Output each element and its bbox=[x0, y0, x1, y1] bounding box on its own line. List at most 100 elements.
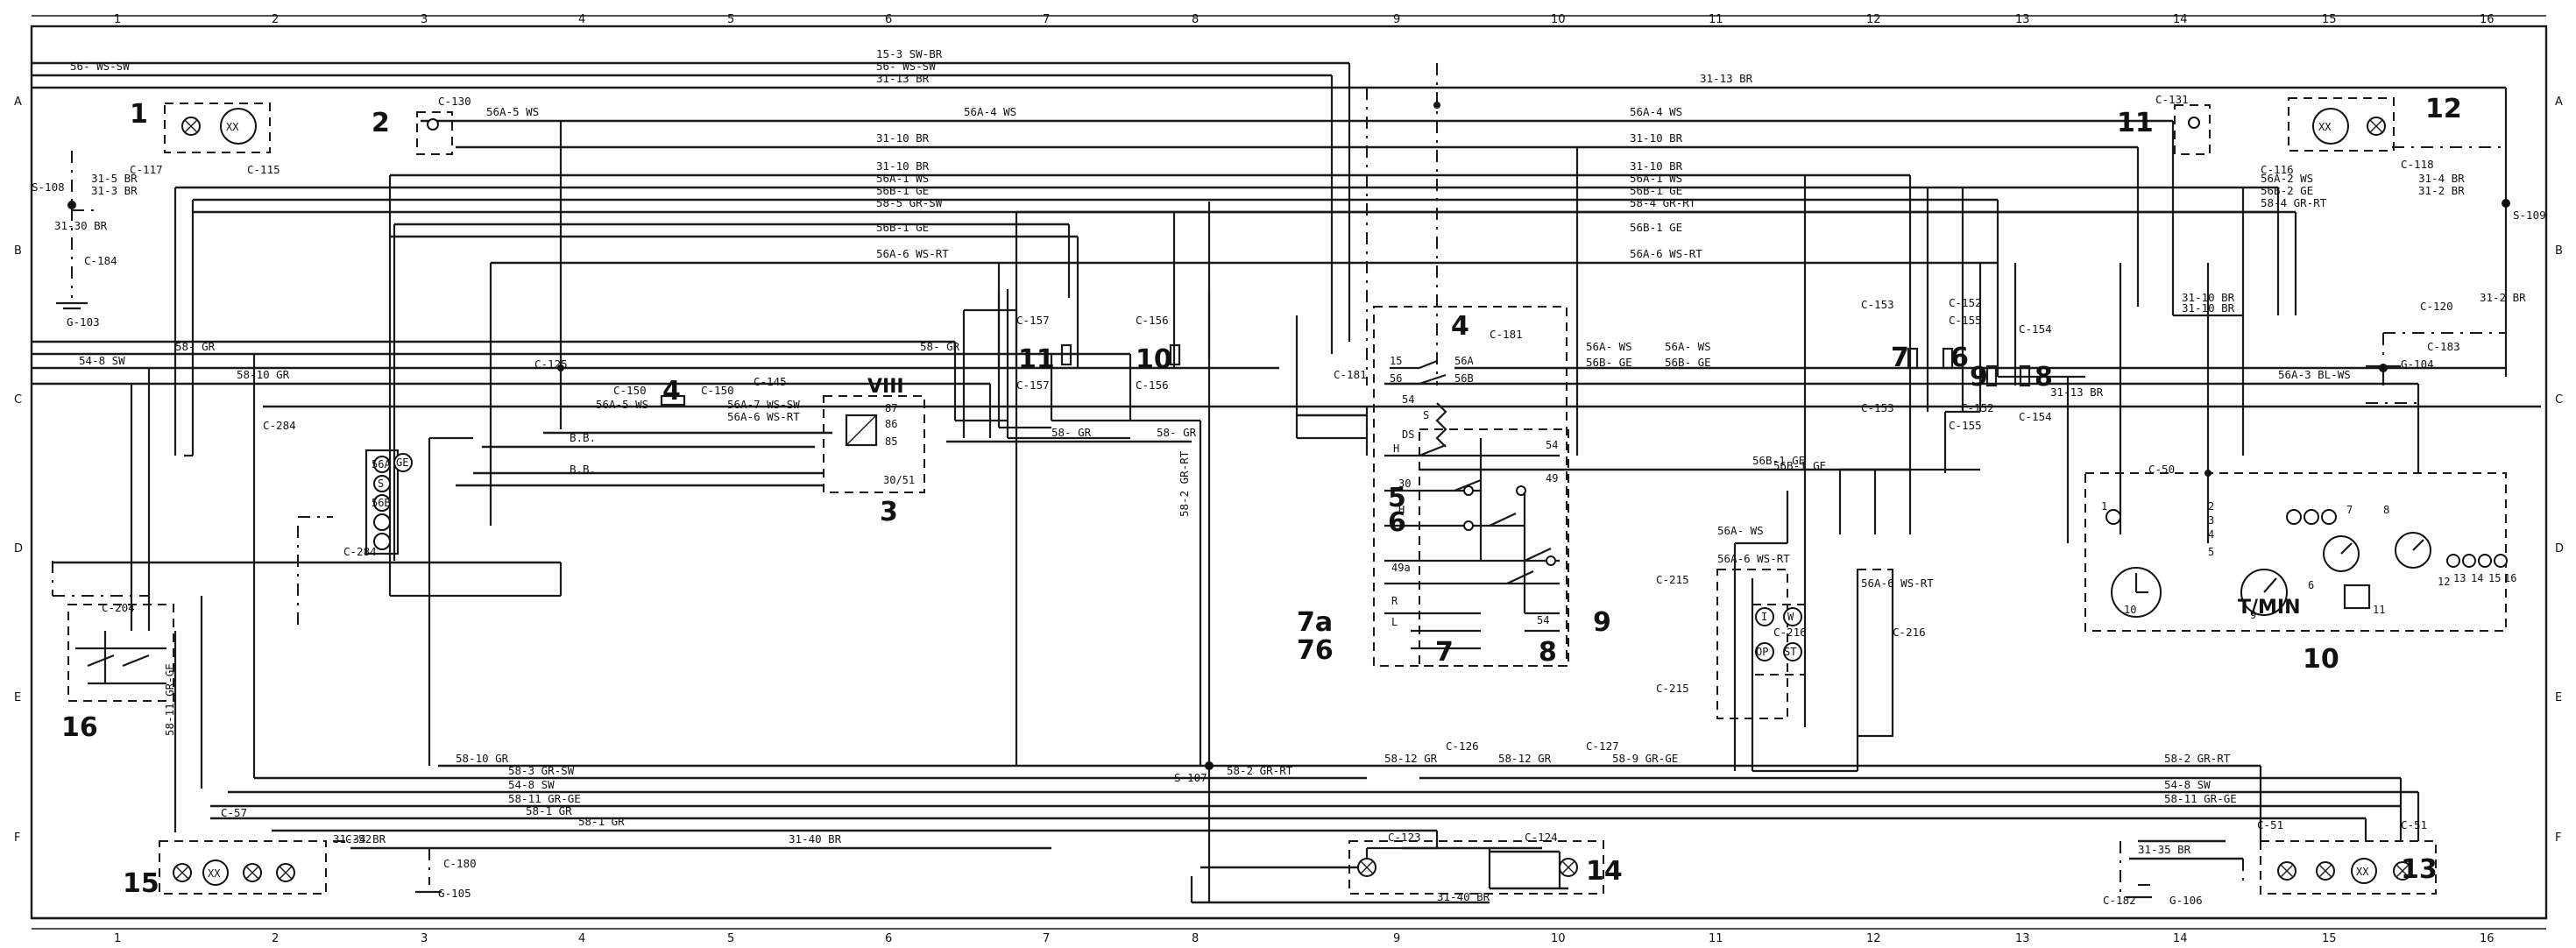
wire-label: 58-10 GR bbox=[456, 752, 509, 765]
wire-label: 58-2 GR-RT bbox=[1178, 450, 1191, 517]
component-number: 4 bbox=[662, 376, 681, 407]
connector-label: C-152 bbox=[1961, 401, 1994, 414]
component-number: 13 bbox=[2401, 854, 2438, 885]
cluster-pin: 14 bbox=[2471, 572, 2483, 584]
connector-label: C-145 bbox=[754, 375, 787, 388]
connector-label: C-117 bbox=[130, 163, 163, 176]
wire-label: 56A-6 WS-RT bbox=[1630, 247, 1702, 260]
wire-label: 56A-2 WS bbox=[2261, 172, 2313, 185]
relay-title: VIII bbox=[867, 376, 904, 398]
component-boxes bbox=[67, 97, 2507, 895]
grid-column-label: 7 bbox=[1043, 932, 1050, 945]
wire-label: 54-8 SW bbox=[79, 354, 125, 367]
connector-label: C-152 bbox=[1949, 296, 1982, 309]
relay-box bbox=[823, 395, 925, 493]
wire-label: 31-5 BR bbox=[91, 172, 138, 185]
wire-label: 31-10 BR bbox=[1630, 159, 1683, 173]
switch-terminal: 54 bbox=[1537, 614, 1549, 626]
grid-column-label: 14 bbox=[2173, 932, 2188, 945]
component-number: 10 bbox=[2303, 644, 2339, 675]
wire-label: 58-4 GR-RT bbox=[1630, 196, 1696, 209]
grid-column-label: 9 bbox=[1393, 13, 1400, 26]
connector-label: C-182 bbox=[2103, 894, 2136, 907]
connector-label: C-154 bbox=[2019, 410, 2052, 423]
socket-icon bbox=[427, 118, 439, 131]
grid-column-label: 16 bbox=[2480, 932, 2495, 945]
cluster-pin: 12 bbox=[2438, 576, 2450, 588]
grid-column-label: 8 bbox=[1192, 13, 1199, 26]
connector-label: C-150 bbox=[613, 384, 647, 397]
wire-label: 58-5 GR-SW bbox=[876, 196, 943, 209]
connector-label: C-126 bbox=[1446, 739, 1479, 753]
lamp-12-box bbox=[2288, 97, 2395, 152]
grid-column-label: 12 bbox=[1866, 13, 1881, 26]
switch-terminal: 30 bbox=[1398, 478, 1411, 490]
cluster-pin: 1 bbox=[2101, 500, 2107, 513]
component-number: 4 bbox=[1451, 311, 1469, 342]
lamp-13-box bbox=[2260, 840, 2437, 895]
wire-label: 56B-1 GE bbox=[1752, 454, 1805, 467]
wire-label: 31-13 BR bbox=[1700, 72, 1753, 85]
grid-column-label: 13 bbox=[2015, 932, 2030, 945]
grid-column-label: 10 bbox=[1551, 13, 1566, 26]
cluster-pin: 16 bbox=[2504, 572, 2516, 584]
wire-label: 56A-6 WS-RT bbox=[1861, 577, 1934, 590]
light-switch bbox=[1384, 359, 1560, 650]
wire-label: 31-13 BR bbox=[876, 72, 930, 85]
component-number: 8 bbox=[1539, 637, 1557, 668]
dash-dot-lines bbox=[52, 63, 2507, 894]
connector-label: C-50 bbox=[2148, 463, 2175, 476]
component-number: 14 bbox=[1586, 856, 1623, 887]
wire-label: 31-30 BR bbox=[54, 219, 108, 232]
wire-label: 31-10 BR bbox=[876, 131, 930, 145]
symbol-box bbox=[1752, 604, 1806, 676]
grid-row-label: B bbox=[2555, 244, 2563, 258]
grid-row-label: D bbox=[14, 542, 23, 555]
cluster-pin: 4 bbox=[2208, 528, 2214, 541]
cluster-pin: 9 bbox=[2250, 609, 2256, 621]
cluster-pin: 8 bbox=[2383, 504, 2389, 516]
connector-label: C-131 bbox=[2155, 93, 2189, 106]
switch-terminal: L bbox=[1391, 616, 1398, 628]
wire-label: 15-3 SW-BR bbox=[876, 47, 943, 60]
connector-label: C-156 bbox=[1136, 314, 1169, 327]
cluster-pin: 3 bbox=[2208, 514, 2214, 527]
switch-terminal: H bbox=[1398, 504, 1405, 516]
grid-column-label: 11 bbox=[1709, 13, 1723, 26]
wire-label: 31-2 BR bbox=[2480, 291, 2526, 304]
switch-terminal: 49 bbox=[1546, 472, 1558, 485]
vertical-wires bbox=[130, 63, 2508, 902]
c216-box bbox=[1857, 569, 1893, 737]
socket-icon bbox=[2188, 117, 2200, 129]
connector-label: C-156 bbox=[1136, 378, 1169, 392]
component-number: 9 bbox=[1593, 607, 1611, 638]
wire-label: 56A-4 WS bbox=[1630, 105, 1682, 118]
component-number: 6 bbox=[1950, 343, 1969, 373]
connector-label: C-284 bbox=[343, 545, 377, 558]
symbol-label: ST bbox=[1784, 646, 1796, 658]
connector-label: C-157 bbox=[1016, 378, 1050, 392]
dual-lamp-icon bbox=[2312, 108, 2349, 145]
wire-label: 56A-6 WS-RT bbox=[1717, 552, 1790, 565]
connector-label: C-216 bbox=[1773, 626, 1807, 639]
wire-label: 31-13 BR bbox=[2050, 386, 2104, 399]
wire-label: 56B-1 GE bbox=[1630, 221, 1682, 234]
connector-label: C-120 bbox=[2420, 300, 2453, 313]
grid-column-label: 2 bbox=[272, 13, 279, 26]
wire-label: 58-1 GR bbox=[578, 815, 625, 828]
relay-pin: 85 bbox=[885, 435, 897, 448]
wire-label: 56A-7 WS-SW bbox=[727, 398, 800, 411]
misc-text: VIII 87 86 85 30/51 T/MIN 56A S 56B GE O… bbox=[372, 376, 2301, 658]
wire-label: 54-8 SW bbox=[2164, 778, 2211, 791]
relay-pin: 30/51 bbox=[883, 474, 915, 486]
connector-label: C-115 bbox=[247, 163, 280, 176]
wire-label: 31-10 BR bbox=[876, 159, 930, 173]
